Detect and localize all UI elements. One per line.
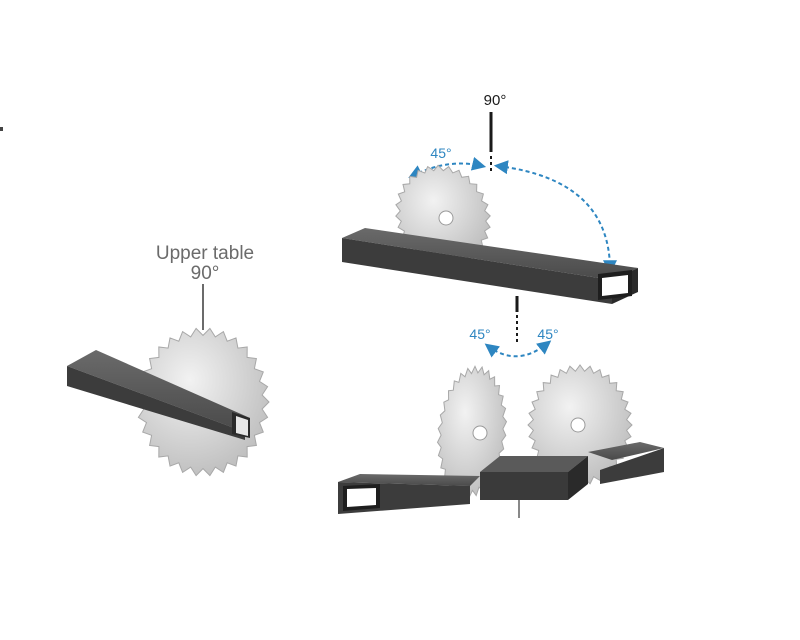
top-bar-side (342, 238, 612, 304)
tilt-illustration: 90° 45° (342, 92, 638, 304)
upper-table-bar-top (67, 350, 250, 432)
top-bar-hollow-inner (602, 275, 628, 296)
double-tilt-illustration: 45° 45° (338, 296, 664, 518)
upper-table-angle-label: 90° (191, 263, 220, 284)
upper-table-label: Upper table (156, 243, 254, 264)
upper-table-illustration: Upper table 90° (67, 243, 270, 477)
right-tilt-blade-arbor-hole (570, 417, 586, 433)
bottom-bar-right-top (588, 442, 664, 460)
top-axis-angle-label: 90° (484, 92, 507, 109)
tilted-blade-arbor-hole (438, 210, 454, 226)
bottom-right-tilt-label: 45° (537, 326, 558, 342)
bottom-center-block-front (480, 472, 568, 500)
bottom-center-block-side (568, 456, 588, 500)
edge-mark (0, 127, 3, 131)
top-large-arc-arrow (493, 160, 617, 275)
bottom-left-tilt-label: 45° (469, 326, 490, 342)
bottom-center-block-top (480, 456, 588, 472)
upper-table-bar-side (67, 366, 245, 440)
bottom-bar-left-hollow-inner (347, 488, 376, 507)
bottom-bar-left-top (338, 474, 480, 486)
bottom-bar-right-side (600, 448, 664, 484)
bottom-arc-arrow (484, 340, 552, 358)
top-bar-top (342, 228, 638, 280)
upper-table-bar-lip (236, 416, 248, 436)
left-tilt-blade-arbor-hole (472, 425, 488, 441)
top-tilt-angle-label: 45° (430, 145, 451, 161)
